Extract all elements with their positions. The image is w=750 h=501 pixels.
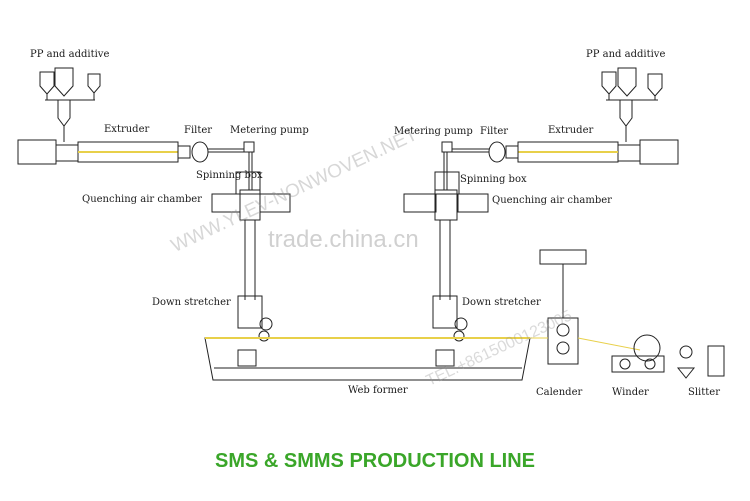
label-filter-left: Filter xyxy=(184,125,213,136)
label-filter-right: Filter xyxy=(480,126,509,137)
hopper-right xyxy=(601,67,663,142)
web-former xyxy=(204,337,531,381)
filter-right xyxy=(452,141,506,163)
spinning-box-right xyxy=(403,171,489,221)
slitter xyxy=(676,345,725,379)
label-quench-right: Quenching air chamber xyxy=(492,195,612,206)
label-calender: Calender xyxy=(536,387,583,398)
label-stretcher-left: Down stretcher xyxy=(152,297,231,308)
label-pp-left: PP and additive xyxy=(30,49,110,60)
label-pp-right: PP and additive xyxy=(586,49,666,60)
extruder-left xyxy=(17,139,191,165)
label-web-former: Web former xyxy=(348,385,408,396)
label-extruder-right: Extruder xyxy=(548,125,594,136)
stretcher-column-left xyxy=(237,220,273,342)
label-winder: Winder xyxy=(612,387,649,398)
label-metering-right: Metering pump xyxy=(394,126,473,137)
metering-pump-right xyxy=(441,141,453,190)
hopper-left xyxy=(39,67,101,142)
filter-left xyxy=(191,141,244,163)
label-metering-left: Metering pump xyxy=(230,125,309,136)
metering-pump-left xyxy=(243,141,255,190)
label-slitter: Slitter xyxy=(688,387,720,398)
diagram-caption: SMS & SMMS PRODUCTION LINE xyxy=(214,450,535,472)
extruder-right xyxy=(505,139,679,165)
stretcher-column-right xyxy=(432,220,468,342)
winder xyxy=(611,334,665,373)
label-extruder-left: Extruder xyxy=(104,124,150,135)
label-stretcher-right: Down stretcher xyxy=(462,297,541,308)
spinning-box-left xyxy=(211,171,291,221)
label-spinning-right: Spinning box xyxy=(460,174,527,185)
label-spinning-left: Spinning box xyxy=(196,170,263,181)
label-quench-left: Quenching air chamber xyxy=(82,194,202,205)
calender xyxy=(530,249,641,365)
